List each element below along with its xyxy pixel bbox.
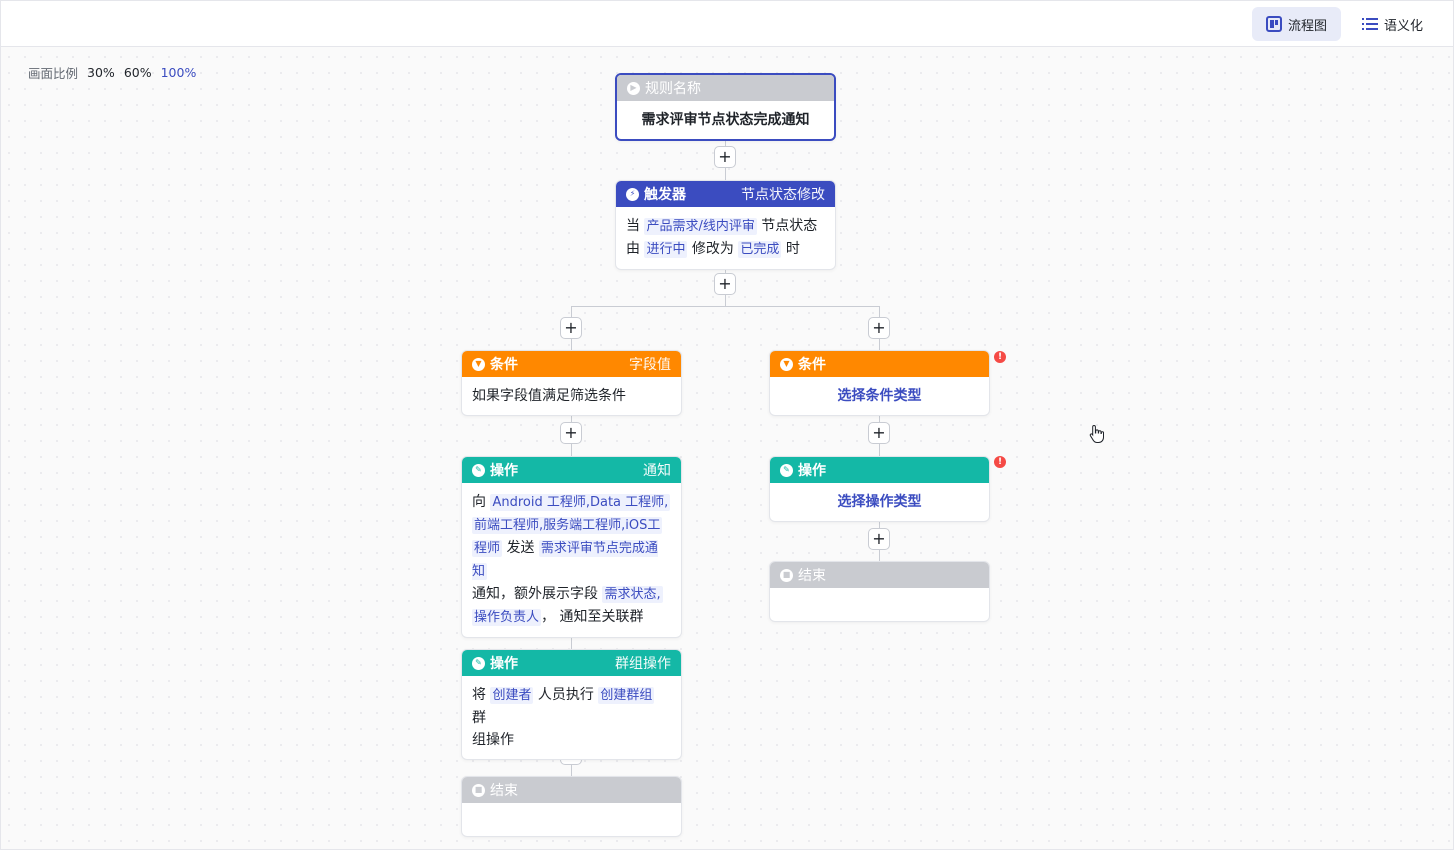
filter-icon: ▼ [780,357,793,371]
text: 时 [785,241,800,257]
group-action-description: 将 创建者 人员执行 创建群组 群 组操作 [462,676,681,759]
condition-description: 如果字段值满足筛选条件 [472,388,626,404]
semantic-view-label: 语义化 [1384,18,1424,34]
zoom-option-100[interactable]: 100% [160,65,197,80]
text: 人员执行 [537,687,594,703]
stop-circle-icon: ■ [472,783,485,797]
end-node[interactable]: ■ 结束 [769,561,990,622]
text: 节点状态 [761,218,818,234]
add-step-button[interactable]: + [868,317,890,339]
condition-node-unset[interactable]: ▼ 条件 选择条件类型 [769,350,990,416]
trigger-node[interactable]: ⚡ 触发器 节点状态修改 当 产品需求/线内评审 节点状态 由 进行中 修改为 … [615,180,836,270]
semantic-view-button[interactable]: 语义化 [1348,7,1437,41]
select-action-type-link[interactable]: 选择操作类型 [837,494,922,510]
end-node[interactable]: ■ 结束 [461,776,682,837]
project-tag: 产品需求/线内评审 [644,218,757,235]
node-header: ■ 结束 [462,777,681,803]
node-title: 条件 [490,357,518,373]
lightning-icon: ⚡ [626,187,639,201]
text: ， 通知至关联群 [541,609,644,625]
recipients-tag: 前端工程师,服务端工程师,iOS工 [472,517,663,534]
node-header: ▼ 条件 字段值 [462,351,681,377]
who-tag: 创建者 [490,687,534,704]
connector [571,306,880,307]
text: 修改为 [691,241,734,257]
recipients-tag: Android 工程师,Data 工程师, [490,494,671,511]
zoom-label: 画面比例 [28,66,79,81]
node-header: ⚡ 触发器 节点状态修改 [616,181,835,207]
operation-tag: 创建群组 [598,687,655,704]
add-step-button[interactable]: + [714,146,736,168]
text: 通知，额外展示字段 [472,586,598,602]
rule-name-value: 需求评审节点状态完成通知 [641,112,810,128]
flowchart-view-button[interactable]: 流程图 [1252,7,1342,41]
wrench-icon: ✎ [472,463,485,477]
flowchart-view-label: 流程图 [1288,18,1328,34]
node-header: ▼ 条件 [770,351,989,377]
node-title: 操作 [490,656,518,672]
node-subtitle: 通知 [643,463,671,479]
notify-action-node[interactable]: ✎ 操作 通知 向 Android 工程师,Data 工程师, 前端工程师,服务… [461,456,682,638]
text: 组操作 [472,732,514,748]
text: 向 [472,494,486,510]
add-step-button[interactable]: + [714,273,736,295]
rule-name-node[interactable]: ▶ 规则名称 需求评审节点状态完成通知 [615,73,836,141]
node-title: 条件 [798,357,826,373]
trigger-description: 当 产品需求/线内评审 节点状态 由 进行中 修改为 已完成 时 [616,207,835,269]
error-icon: ! [994,456,1006,468]
add-step-button[interactable]: + [868,528,890,550]
zoom-option-60[interactable]: 60% [123,65,152,80]
add-step-button[interactable]: + [868,422,890,444]
zoom-control: 画面比例 30% 60% 100% [28,63,196,82]
node-title: 规则名称 [645,81,701,97]
recipients-tag: 程师 [472,540,503,557]
node-title: 结束 [798,568,826,584]
action-node-unset[interactable]: ✎ 操作 选择操作类型 [769,456,990,522]
flowchart-icon [1266,16,1282,32]
zoom-option-30[interactable]: 30% [87,65,115,80]
node-header: ✎ 操作 通知 [462,457,681,483]
stop-circle-icon: ■ [780,568,793,582]
fields-tag: 需求状态, [602,586,663,603]
from-state-tag: 进行中 [644,241,688,258]
to-state-tag: 已完成 [738,241,782,258]
wrench-icon: ✎ [780,463,793,477]
condition-node[interactable]: ▼ 条件 字段值 如果字段值满足筛选条件 [461,350,682,416]
fields-tag: 操作负责人 [472,609,542,626]
top-toolbar: 流程图 语义化 [1,1,1453,47]
hand-cursor-icon [1089,424,1104,443]
text: 群 [472,710,486,726]
filter-icon: ▼ [472,357,485,371]
node-subtitle: 群组操作 [615,656,671,672]
text: 当 [626,218,640,234]
node-header: ■ 结束 [770,562,989,588]
text: 由 [626,241,640,257]
select-condition-type-link[interactable]: 选择条件类型 [837,388,922,404]
play-circle-icon: ▶ [627,81,640,95]
node-subtitle: 节点状态修改 [741,187,825,203]
node-title: 结束 [490,783,518,799]
text: 将 [472,687,486,703]
text: 发送 [506,540,535,556]
group-action-node[interactable]: ✎ 操作 群组操作 将 创建者 人员执行 创建群组 群 组操作 [461,649,682,760]
node-title: 操作 [798,463,826,479]
node-title: 触发器 [644,187,686,203]
node-subtitle: 字段值 [629,357,671,373]
node-header: ✎ 操作 群组操作 [462,650,681,676]
node-header: ✎ 操作 [770,457,989,483]
node-header: ▶ 规则名称 [617,75,834,101]
add-step-button[interactable]: + [560,317,582,339]
node-title: 操作 [490,463,518,479]
add-step-button[interactable]: + [560,422,582,444]
error-icon: ! [994,351,1006,363]
notify-description: 向 Android 工程师,Data 工程师, 前端工程师,服务端工程师,iOS… [462,483,681,637]
list-icon [1362,16,1378,32]
wrench-icon: ✎ [472,656,485,670]
